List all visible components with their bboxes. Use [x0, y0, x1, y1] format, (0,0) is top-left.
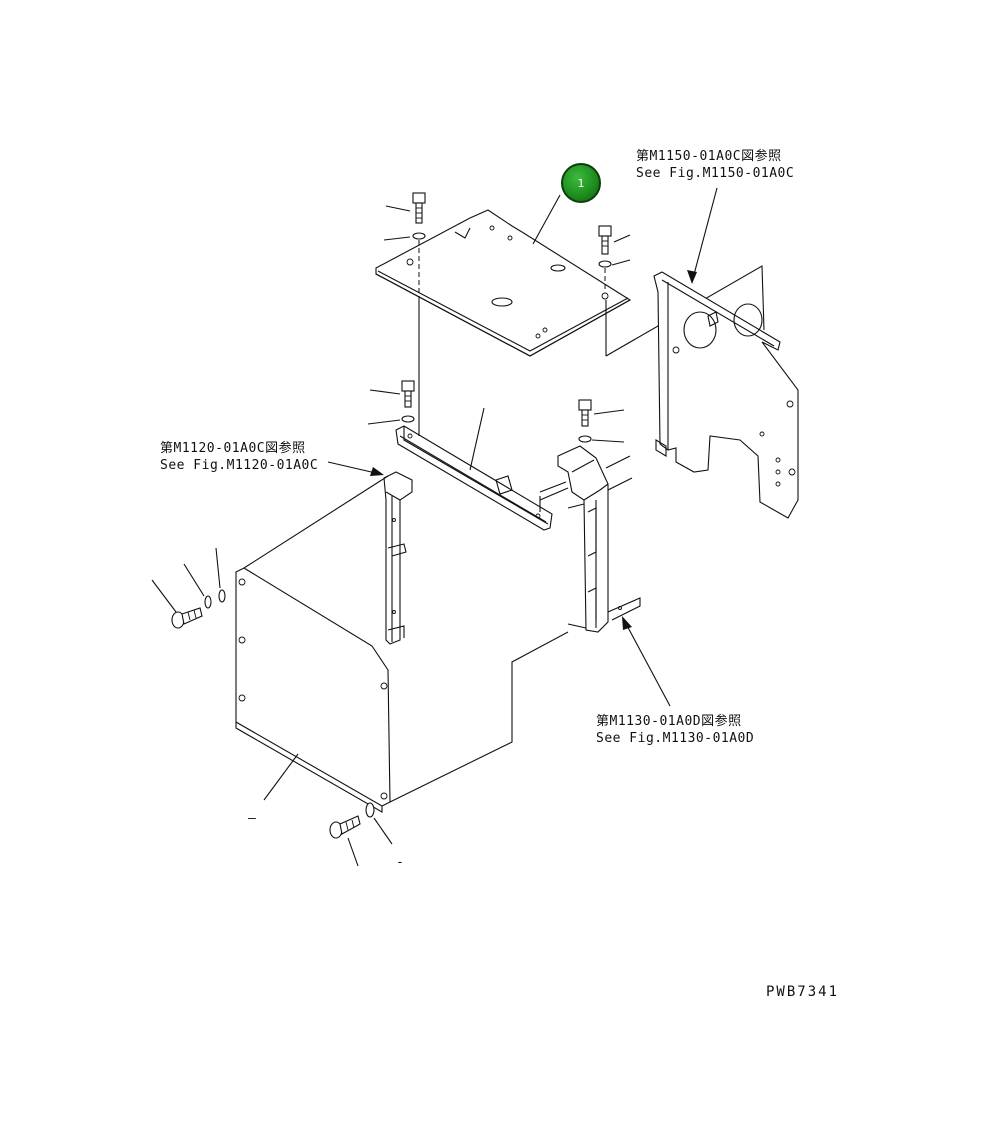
leader-mark-bottom-center: -: [396, 855, 405, 870]
leader-bolt-top-right: [613, 234, 631, 243]
drawing-code: PWB7341: [766, 984, 840, 1000]
washer-side-left-2[interactable]: [218, 589, 226, 603]
leader-bolt-top-left: [385, 205, 411, 212]
reference-m1150-jp: 第M1150-01A0C図参照: [636, 149, 782, 164]
bolt-top-right[interactable]: [598, 225, 612, 255]
leader-washer-side-left-2: [215, 547, 221, 589]
washer-center-left[interactable]: [401, 415, 415, 423]
reference-m1130-jp: 第M1130-01A0D図参照: [596, 714, 742, 729]
bolt-center-left[interactable]: [401, 380, 415, 408]
center-rail[interactable]: [395, 425, 569, 531]
leader-washer-center-left: [367, 419, 401, 425]
leader-mark-bottom-left: –: [248, 811, 257, 826]
right-side-bracket[interactable]: [605, 265, 799, 519]
bolt-side-left[interactable]: [171, 607, 203, 629]
leader-bolt-center-right: [593, 409, 625, 415]
reference-m1130-en: See Fig.M1130-01A0D: [596, 731, 755, 746]
leader-arrow-m1150: [691, 187, 718, 283]
arrowhead-m1120: [370, 467, 384, 476]
arrowhead-m1150: [687, 270, 697, 284]
leader-bolt-side-left: [151, 579, 177, 613]
leader-washer-bottom: [373, 817, 393, 845]
leader-washer-top-right: [611, 259, 631, 266]
reference-m1130[interactable]: 第M1130-01A0D図参照 See Fig.M1130-01A0D: [596, 713, 754, 747]
leader-center-rail: [469, 407, 485, 471]
callout-1-bubble[interactable]: 1: [561, 163, 601, 203]
arrowhead-m1130: [622, 616, 632, 630]
leader-front-panel: [263, 753, 299, 801]
leader-washer-center-right: [591, 439, 625, 443]
bolt-bottom[interactable]: [329, 815, 361, 839]
washer-top-right[interactable]: [598, 260, 612, 268]
washer-bottom[interactable]: [365, 802, 375, 818]
bolt-center-right[interactable]: [578, 399, 592, 427]
leader-bolt-center-left: [369, 389, 401, 395]
reference-m1120-jp: 第M1120-01A0C図参照: [160, 441, 306, 456]
leader-callout-1: [532, 194, 561, 245]
reference-m1120-en: See Fig.M1120-01A0C: [160, 458, 319, 473]
leader-bolt-bottom: [347, 837, 359, 867]
washer-center-right[interactable]: [578, 435, 592, 443]
washer-side-left-1[interactable]: [204, 595, 212, 609]
reference-m1150[interactable]: 第M1150-01A0C図参照 See Fig.M1150-01A0C: [636, 148, 794, 182]
bolt-top-left[interactable]: [412, 192, 426, 224]
leader-arrow-m1130: [623, 619, 671, 707]
washer-top-left[interactable]: [412, 232, 426, 240]
leader-washer-top-left: [383, 236, 411, 241]
front-side-panel[interactable]: [235, 475, 569, 813]
top-cover-plate[interactable]: [375, 209, 632, 357]
right-vertical-post[interactable]: [557, 445, 641, 633]
reference-m1120[interactable]: 第M1120-01A0C図参照 See Fig.M1120-01A0C: [160, 440, 318, 474]
left-vertical-post[interactable]: [383, 471, 413, 645]
reference-m1150-en: See Fig.M1150-01A0C: [636, 166, 795, 181]
leader-washer-side-left-1: [183, 563, 205, 597]
